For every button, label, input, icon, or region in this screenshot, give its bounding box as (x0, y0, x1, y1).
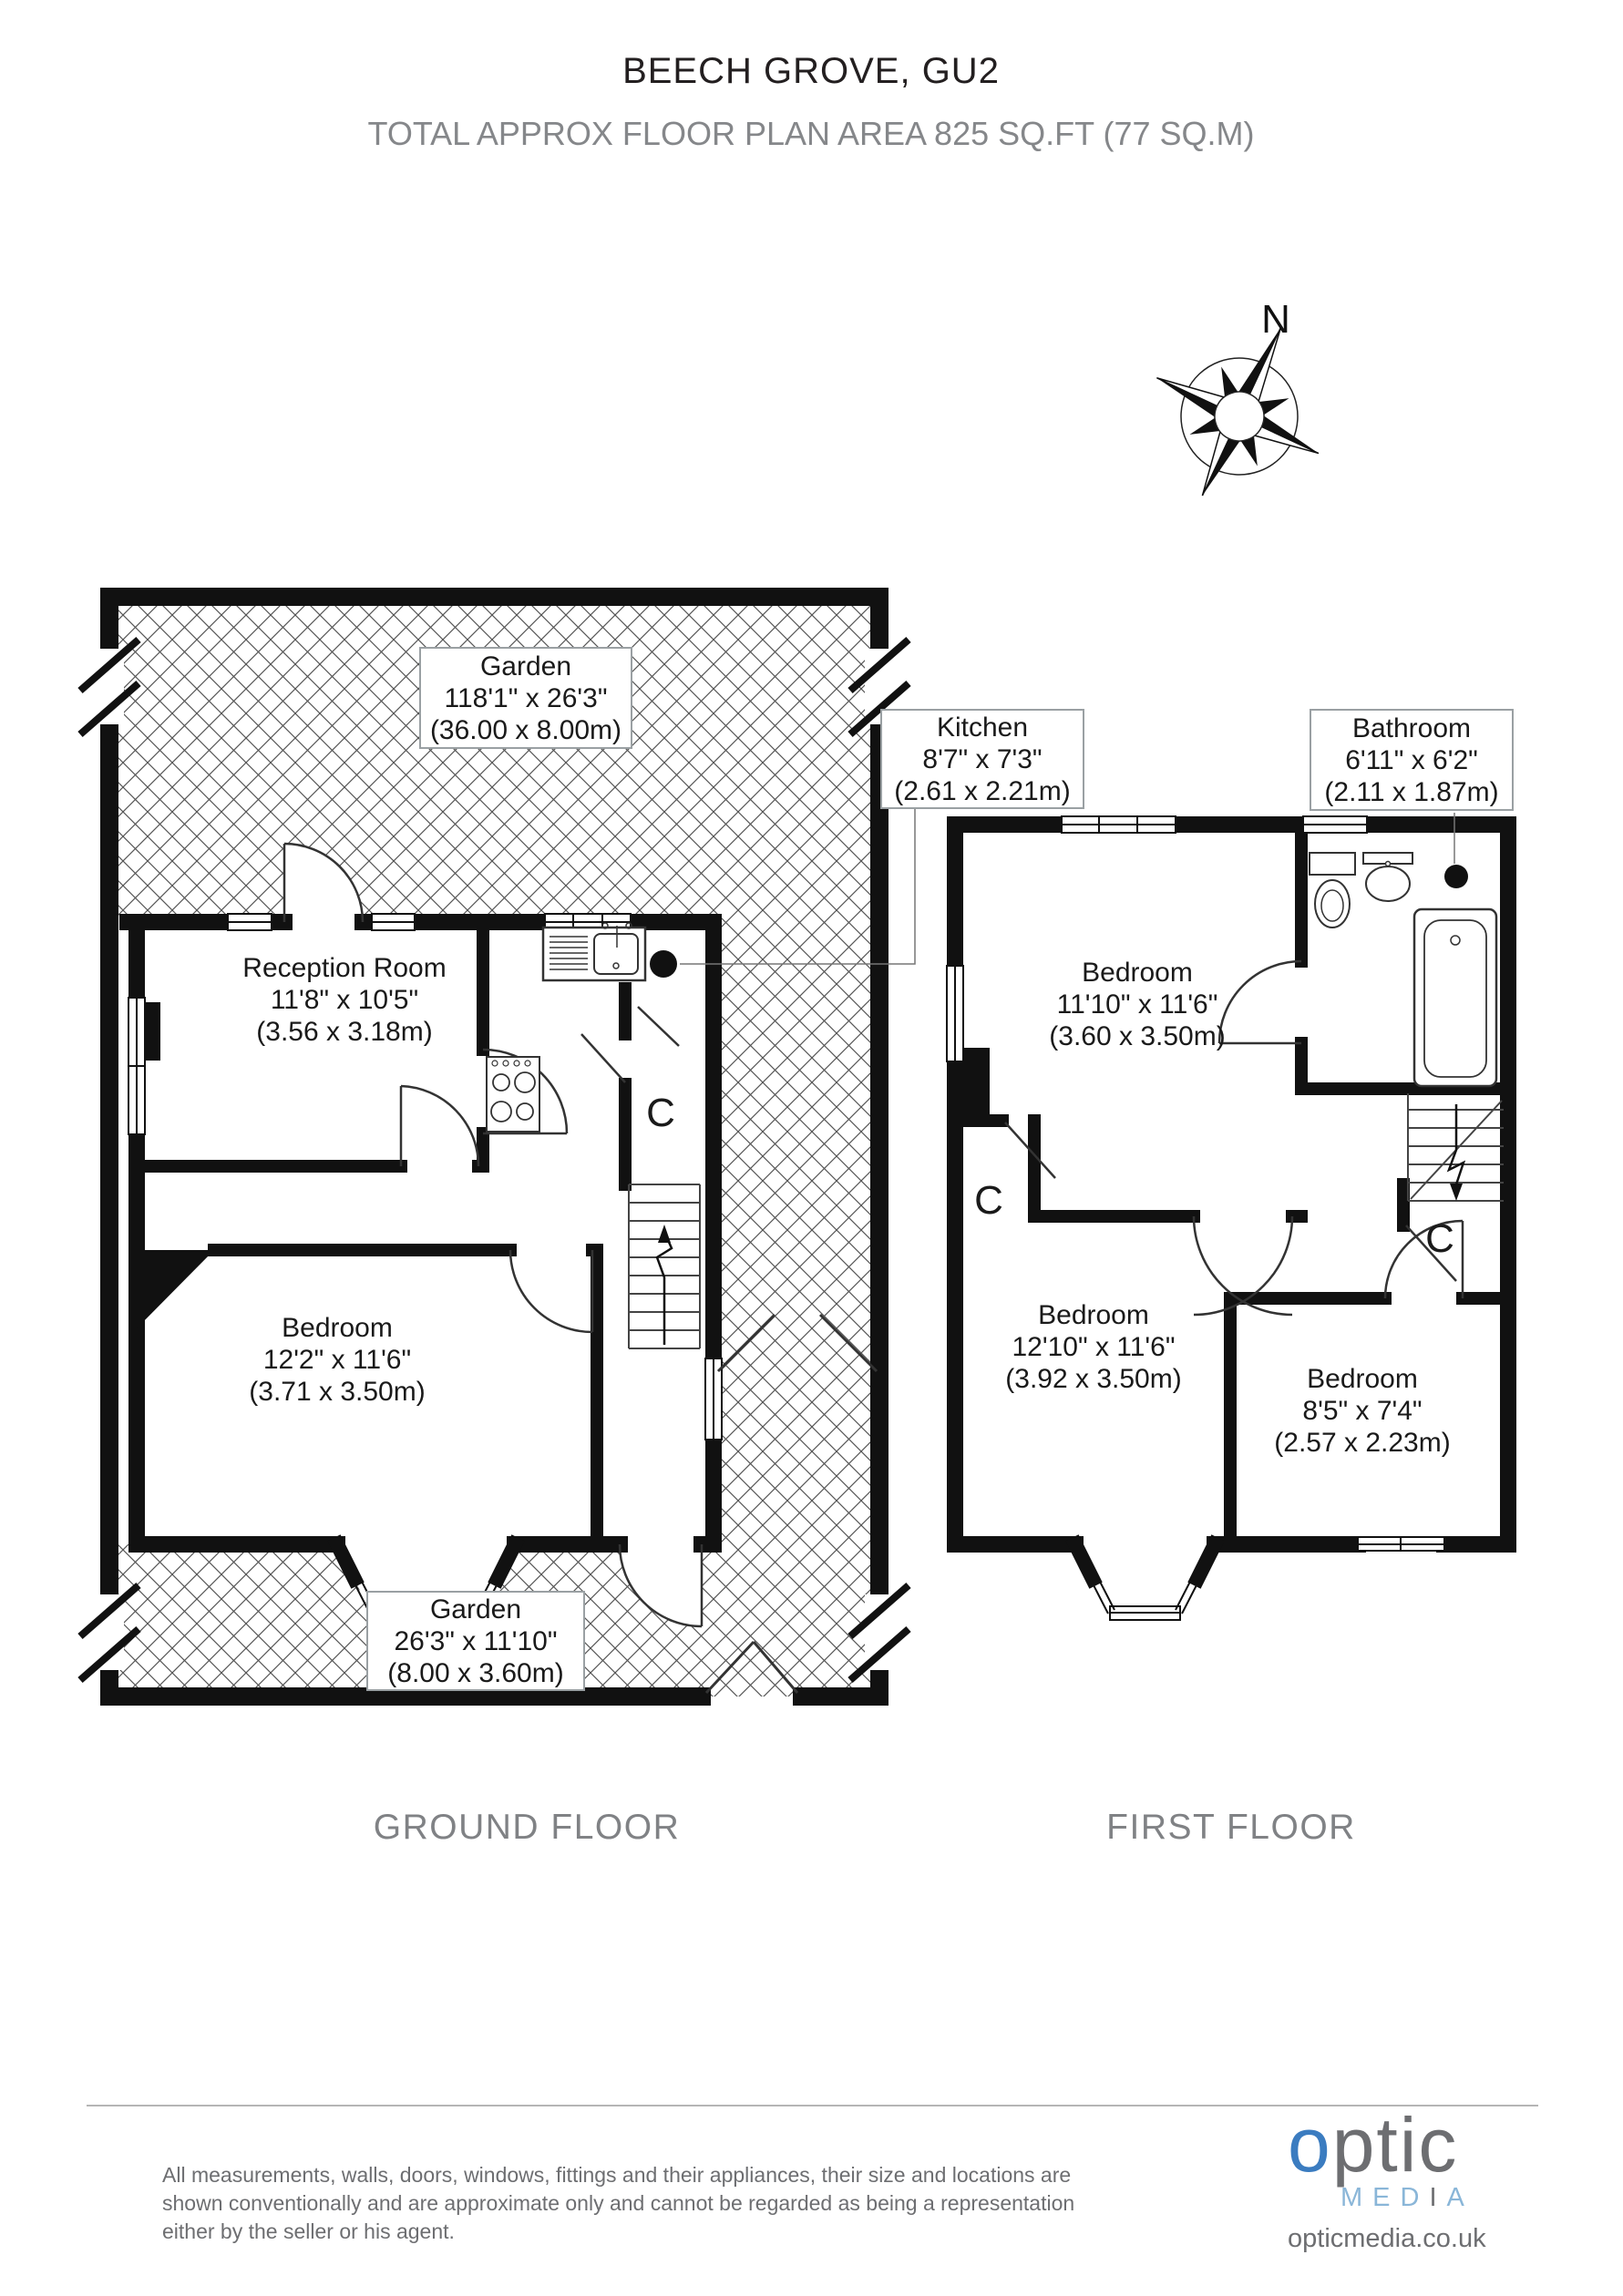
interior-wall (949, 818, 1515, 1551)
room-dims-metric: (3.92 x 3.50m) (1005, 1364, 1182, 1394)
room-dims-metric: (2.61 x 2.21m) (894, 775, 1071, 806)
room-dims-imperial: 118'1" x 26'3" (444, 682, 608, 713)
room-name: Bedroom (1307, 1364, 1418, 1394)
optic-media-logo: optic MEDIA opticmedia.co.uk (1288, 2106, 1561, 2254)
logo-wordmark: optic (1288, 2106, 1561, 2183)
first-floor-name: FIRST FLOOR (1106, 1808, 1356, 1847)
room-name: Reception Room (242, 953, 447, 983)
compass-rose-icon (1156, 326, 1320, 497)
bathtub-icon (1412, 907, 1498, 1088)
interior-wall (130, 916, 632, 1551)
disclaimer-line: either by the seller or his agent. (162, 2219, 455, 2243)
room-dims-imperial: 8'5" x 7'4" (1302, 1396, 1423, 1426)
basin-icon (1362, 852, 1413, 902)
room-dims-metric: (36.00 x 8.00m) (429, 714, 622, 745)
boiler-dot-icon (1444, 865, 1468, 888)
logo-media-left: MED (1341, 2183, 1430, 2212)
ff-bedroom-small-label: Bedroom 8'5" x 7'4" (2.57 x 2.23m) (1274, 1363, 1450, 1459)
logo-o: o (1288, 2102, 1332, 2188)
logo-media-right: A (1446, 2183, 1474, 2212)
logo-url: opticmedia.co.uk (1288, 2224, 1486, 2253)
room-dims-imperial: 12'2" x 11'6" (262, 1345, 412, 1375)
house-exterior-wall (947, 816, 1516, 1553)
room-name: Garden (479, 651, 572, 682)
bay-window-wall (1065, 1534, 1225, 1589)
logo-rest: ptic (1331, 2102, 1459, 2188)
room-dims-metric: (3.60 x 3.50m) (1049, 1021, 1226, 1051)
staircase-icon (1407, 1093, 1504, 1202)
room-name: Bedroom (282, 1313, 393, 1343)
wall-break-icon (77, 636, 911, 1684)
room-dims-metric: (8.00 x 3.60m) (387, 1657, 564, 1688)
side-passage-hatch (714, 922, 875, 1544)
bay-window-wall (327, 1534, 525, 1589)
room-name: Bedroom (1082, 958, 1193, 988)
garden-front-label: Garden 26'3" x 11'10" (8.00 x 3.60m) (366, 1591, 585, 1691)
room-dims-imperial: 26'3" x 11'10" (394, 1625, 558, 1656)
disclaimer-text: All measurements, walls, doors, windows,… (162, 2161, 1074, 2246)
ff-bedroom-rear-label: Bedroom 11'10" x 11'6" (3.60 x 3.50m) (1049, 957, 1225, 1052)
ground-floor-plan (77, 588, 911, 1706)
logo-media-text: MEDIA (1288, 2183, 1561, 2213)
ff-bedroom-front-label: Bedroom 12'10" x 11'6" (3.92 x 3.50m) (1005, 1299, 1181, 1395)
room-dims-imperial: 12'10" x 11'6" (1012, 1332, 1176, 1362)
room-name: Bedroom (1038, 1300, 1149, 1330)
room-dims-metric: (3.71 x 3.50m) (249, 1377, 426, 1407)
label-connector-line (680, 809, 1455, 965)
room-dims-imperial: 11'10" x 11'6" (1056, 989, 1218, 1020)
gf-bedroom-label: Bedroom 12'2" x 11'6" (3.71 x 3.50m) (249, 1312, 425, 1408)
door-icon (1004, 959, 1464, 1317)
room-name: Bathroom (1351, 712, 1472, 743)
logo-media-i: I (1429, 2183, 1447, 2212)
gate-icon (704, 1313, 878, 1695)
garden-boundary-wall (100, 588, 889, 1706)
room-name: Garden (429, 1594, 522, 1625)
room-dims-imperial: 8'7" x 7'3" (922, 743, 1043, 774)
kitchen-label: Kitchen 8'7" x 7'3" (2.61 x 2.21m) (880, 709, 1084, 809)
disclaimer-line: shown conventionally and are approximate… (162, 2191, 1075, 2215)
ff-cupboard-left-label: C (974, 1178, 1003, 1223)
room-dims-imperial: 6'11" x 6'2" (1345, 744, 1478, 775)
bathroom-label: Bathroom 6'11" x 6'2" (2.11 x 1.87m) (1310, 709, 1514, 811)
boiler-dot-icon (650, 950, 677, 978)
ff-cupboard-right-label: C (1425, 1216, 1454, 1261)
reception-room-label: Reception Room 11'8" x 10'5" (3.56 x 3.1… (242, 952, 446, 1048)
first-floor-plan (946, 815, 1516, 1621)
house-exterior-wall (119, 914, 722, 1553)
page-subtitle: TOTAL APPROX FLOOR PLAN AREA 825 SQ.FT (… (367, 115, 1255, 152)
door-icon (282, 842, 704, 1628)
disclaimer-line: All measurements, walls, doors, windows,… (162, 2163, 1072, 2187)
window-icon (946, 815, 1445, 1621)
room-dims-metric: (3.56 x 3.18m) (256, 1017, 433, 1047)
ground-floor-name: GROUND FLOOR (373, 1808, 681, 1847)
stove-icon (486, 1056, 540, 1133)
footer-divider (87, 2105, 1538, 2106)
sink-icon (541, 922, 647, 982)
page-title: BEECH GROVE, GU2 (622, 51, 1000, 91)
compass-north-label: N (1261, 297, 1290, 342)
room-dims-imperial: 11'8" x 10'5" (270, 985, 419, 1015)
toilet-icon (1309, 852, 1356, 928)
garden-rear-label: Garden 118'1" x 26'3" (36.00 x 8.00m) (419, 647, 632, 749)
gf-cupboard-label: C (646, 1091, 675, 1135)
staircase-icon (628, 1184, 701, 1349)
room-dims-metric: (2.11 x 1.87m) (1324, 776, 1499, 807)
chimney-breast (137, 1250, 214, 1328)
room-dims-metric: (2.57 x 2.23m) (1274, 1428, 1451, 1458)
room-name: Kitchen (936, 712, 1029, 743)
